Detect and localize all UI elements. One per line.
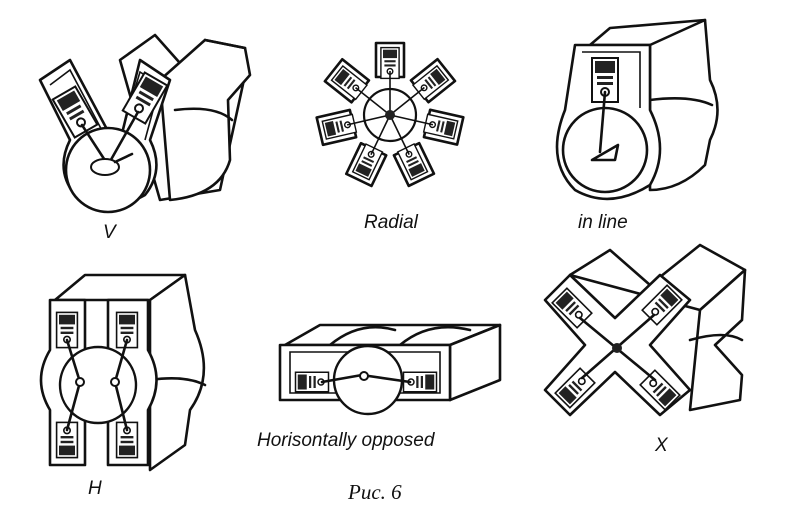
radial-engine-drawing xyxy=(315,41,465,188)
label-radial: Radial xyxy=(364,212,418,233)
label-in-line: in line xyxy=(578,212,628,233)
label-horizontally-opposed: Horisontally opposed xyxy=(257,430,435,451)
label-v: V xyxy=(103,222,116,243)
inline-engine-drawing xyxy=(555,18,719,201)
figure-caption: Рис. 6 xyxy=(348,480,402,504)
x-engine-drawing xyxy=(543,243,747,417)
h-engine-drawing xyxy=(39,273,207,472)
label-h: H xyxy=(88,478,102,499)
v-engine-drawing xyxy=(38,33,252,214)
label-x: X xyxy=(655,435,668,456)
opposed-engine-drawing xyxy=(278,323,502,416)
